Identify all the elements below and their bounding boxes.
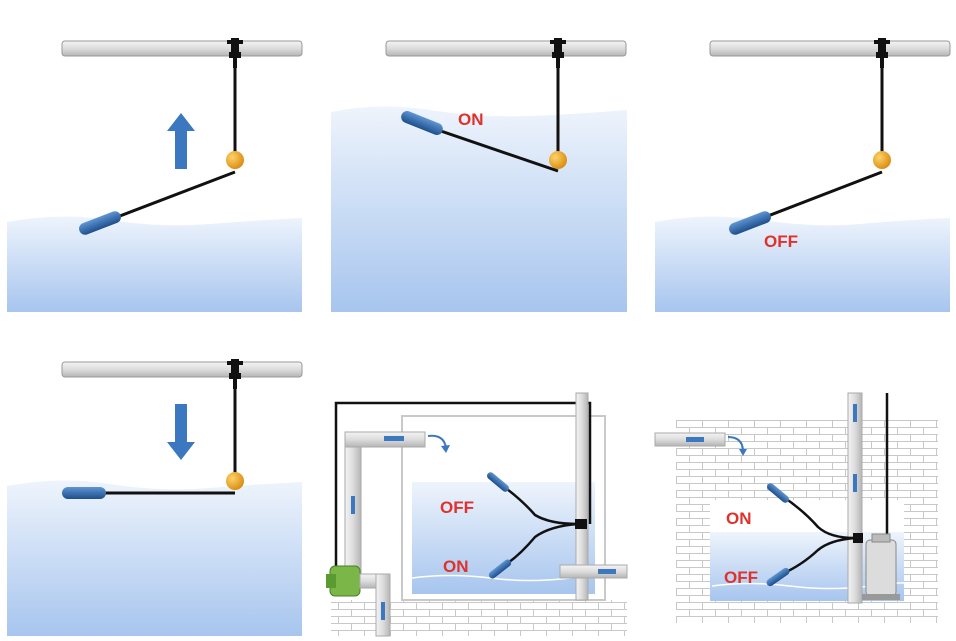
riser-pipe <box>847 392 863 604</box>
cable <box>504 522 579 567</box>
panel-1-level-rising <box>7 38 303 312</box>
upper-switch-label: OFF <box>440 498 474 517</box>
flow-marker <box>853 404 857 422</box>
lower-switch-label: ON <box>443 557 469 576</box>
ground-bricks <box>331 600 627 636</box>
cable <box>502 484 579 526</box>
water <box>7 480 302 636</box>
brick-floor <box>676 601 938 623</box>
switch-state-label: OFF <box>764 232 798 251</box>
float-switch <box>62 487 106 499</box>
flow-marker <box>853 474 857 492</box>
panel-6-draining-sump: ON OFF <box>654 392 938 623</box>
water <box>331 106 627 312</box>
panel-3-switch-off: OFF <box>655 38 951 312</box>
mounting-pipe <box>709 40 951 57</box>
pivot-weight <box>873 151 891 169</box>
cable-clamp-icon <box>227 38 243 68</box>
cable <box>781 536 856 576</box>
flow-marker <box>384 436 404 441</box>
brick-wall-top <box>676 420 938 500</box>
outlet-pipe <box>559 564 628 579</box>
arrow-down-icon <box>167 404 195 460</box>
cable-clamp-icon <box>874 38 890 68</box>
control-cable <box>334 401 592 570</box>
panel-5-filling-tank: OFF ON <box>326 392 628 637</box>
panel-4-level-falling <box>7 359 303 636</box>
flow-arrow-icon <box>727 436 744 451</box>
lower-switch-label: OFF <box>724 568 758 587</box>
mounting-pipe <box>61 361 303 378</box>
flow-marker <box>381 602 385 620</box>
pivot-weight <box>549 151 567 169</box>
cable <box>759 170 883 221</box>
pivot-weight <box>226 472 244 490</box>
cable <box>431 126 559 173</box>
mounting-pipe <box>385 40 627 57</box>
cable-clamp-icon <box>550 38 566 68</box>
water <box>655 216 950 312</box>
pivot-weight <box>226 151 244 169</box>
mounting-pipe <box>61 40 303 57</box>
upper-switch-label: ON <box>726 509 752 528</box>
switch-state-label: ON <box>458 110 484 129</box>
cable-clamp-icon <box>575 519 587 529</box>
submersible-pump <box>865 539 897 597</box>
mount-pipe <box>575 392 589 601</box>
cable-clamp-icon <box>227 359 243 389</box>
arrow-up-icon <box>167 113 195 169</box>
flow-marker <box>598 569 616 574</box>
panel-2-switch-on: ON <box>331 38 627 312</box>
water <box>7 216 302 312</box>
cable-clamp-icon <box>853 533 863 543</box>
flow-marker <box>351 496 355 514</box>
cable <box>781 494 856 540</box>
flow-marker <box>686 437 704 442</box>
cable <box>111 170 236 221</box>
